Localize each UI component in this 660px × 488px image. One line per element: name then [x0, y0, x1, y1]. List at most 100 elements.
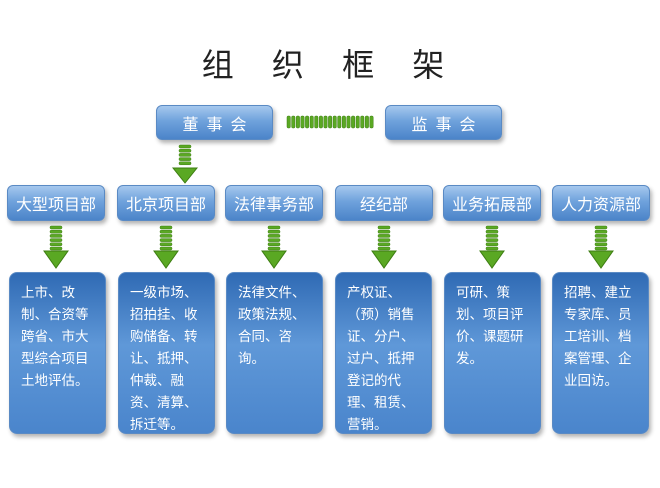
dept-desc-text: 上市、改制、合资等跨省、市大型综合项目土地评估。 [21, 285, 89, 389]
arrow-stripe [178, 161, 192, 166]
dept-label: 业务拓展部 [451, 195, 532, 214]
arrow-stripes [377, 225, 391, 251]
arrow-stripe [377, 229, 391, 234]
arrow-stripe [49, 229, 63, 234]
arrow-stripe [49, 238, 63, 242]
arrow-stripe [159, 229, 173, 234]
arrow-stripe [267, 225, 281, 230]
arrow-stripe [377, 234, 391, 238]
arrow-head [479, 250, 505, 269]
dept-label: 大型项目部 [15, 195, 96, 214]
arrow-stripe [267, 242, 281, 247]
dept-desc-beijing-projects: 一级市场、招拍挂、收购储备、转让、抵押、仲裁、融资、清算、拆迁等。 [118, 272, 215, 434]
dept-desc-text: 法律文件、政策法规、合同、咨询。 [238, 285, 306, 367]
dept-box-brokerage: 经纪部 [335, 185, 433, 221]
supervisory-board-label: 监事会 [411, 114, 484, 134]
connector-link [318, 115, 323, 129]
connector-link [323, 115, 328, 129]
arrow-head [588, 250, 614, 269]
arrow-stripes [485, 225, 499, 251]
arrow-stripe [594, 225, 608, 230]
arrow-stripe [178, 157, 192, 161]
arrow-stripe [594, 238, 608, 242]
connector-chain [286, 115, 374, 129]
dept-box-human-resources: 人力资源部 [552, 185, 650, 221]
arrow-stripe [377, 225, 391, 230]
arrow-stripe [159, 238, 173, 242]
arrow-stripe [49, 242, 63, 247]
dept-label: 北京项目部 [125, 195, 206, 214]
arrow-head [153, 250, 179, 269]
arrow-stripe [159, 234, 173, 238]
dept-down-arrow-icon [588, 225, 614, 269]
dept-desc-text: 产权证、（预）销售证、分户、过户、抵押登记的代理、租赁、营销。 [347, 285, 415, 433]
arrow-stripe [485, 225, 499, 230]
connector-link [286, 115, 291, 129]
dept-desc-text: 一级市场、招拍挂、收购储备、转让、抵押、仲裁、融资、清算、拆迁等。 [130, 285, 198, 433]
connector-link [341, 115, 346, 129]
arrow-stripes [267, 225, 281, 251]
arrow-stripe [49, 234, 63, 238]
arrow-head [172, 167, 198, 184]
connector-link [337, 115, 342, 129]
arrow-stripe [178, 148, 192, 153]
dept-desc-legal-affairs: 法律文件、政策法规、合同、咨询。 [226, 272, 323, 434]
dept-down-arrow-icon [261, 225, 287, 269]
dept-desc-large-projects: 上市、改制、合资等跨省、市大型综合项目土地评估。 [9, 272, 106, 434]
arrow-stripe [267, 238, 281, 242]
dept-down-arrow-icon [153, 225, 179, 269]
dept-label: 法律事务部 [233, 195, 314, 214]
arrow-stripe [267, 246, 281, 251]
connector-link [309, 115, 314, 129]
arrow-stripe [485, 229, 499, 234]
arrow-stripe [267, 229, 281, 234]
arrow-stripe [178, 144, 192, 149]
connector-link [332, 115, 337, 129]
arrow-stripe [377, 246, 391, 251]
arrow-stripe [159, 225, 173, 230]
board-of-directors-label: 董事会 [182, 114, 255, 134]
board-supervisory-connector [286, 115, 374, 129]
arrow-stripe [49, 225, 63, 230]
dept-box-business-development: 业务拓展部 [443, 185, 541, 221]
dept-label: 经纪部 [359, 195, 408, 214]
arrow-stripes [178, 144, 192, 166]
connector-link [314, 115, 319, 129]
connector-link [360, 115, 365, 129]
board-of-directors-box: 董事会 [156, 105, 273, 140]
arrow-stripe [377, 238, 391, 242]
arrow-stripe [485, 246, 499, 251]
arrow-stripe [594, 234, 608, 238]
dept-desc-brokerage: 产权证、（预）销售证、分户、过户、抵押登记的代理、租赁、营销。 [335, 272, 432, 434]
dept-box-beijing-projects: 北京项目部 [117, 185, 215, 221]
arrow-stripe [594, 246, 608, 251]
arrow-stripe [485, 234, 499, 238]
arrow-stripe [49, 246, 63, 251]
dept-box-large-projects: 大型项目部 [7, 185, 105, 221]
connector-link [291, 115, 296, 129]
arrow-head [371, 250, 397, 269]
dept-desc-human-resources: 招聘、建立专家库、员工培训、档案管理、企业回访。 [552, 272, 649, 434]
arrow-stripe [594, 229, 608, 234]
arrow-stripe [485, 242, 499, 247]
supervisory-board-box: 监事会 [385, 105, 502, 140]
arrow-stripes [594, 225, 608, 251]
connector-link [364, 115, 369, 129]
arrow-stripe [377, 242, 391, 247]
dept-down-arrow-icon [371, 225, 397, 269]
dept-down-arrow-icon [479, 225, 505, 269]
connector-link [369, 115, 374, 129]
connector-link [355, 115, 360, 129]
arrow-stripe [594, 242, 608, 247]
board-down-arrow-icon [172, 144, 198, 184]
dept-box-legal-affairs: 法律事务部 [225, 185, 323, 221]
arrow-stripe [178, 153, 192, 157]
dept-desc-text: 可研、策划、项目评价、课题研发。 [456, 285, 524, 367]
page-title: 组 织 框 架 [201, 46, 459, 84]
arrow-stripe [159, 242, 173, 247]
dept-desc-text: 招聘、建立专家库、员工培训、档案管理、企业回访。 [564, 285, 632, 389]
dept-label: 人力资源部 [560, 195, 641, 214]
dept-desc-business-development: 可研、策划、项目评价、课题研发。 [444, 272, 541, 434]
connector-link [295, 115, 300, 129]
connector-link [346, 115, 351, 129]
